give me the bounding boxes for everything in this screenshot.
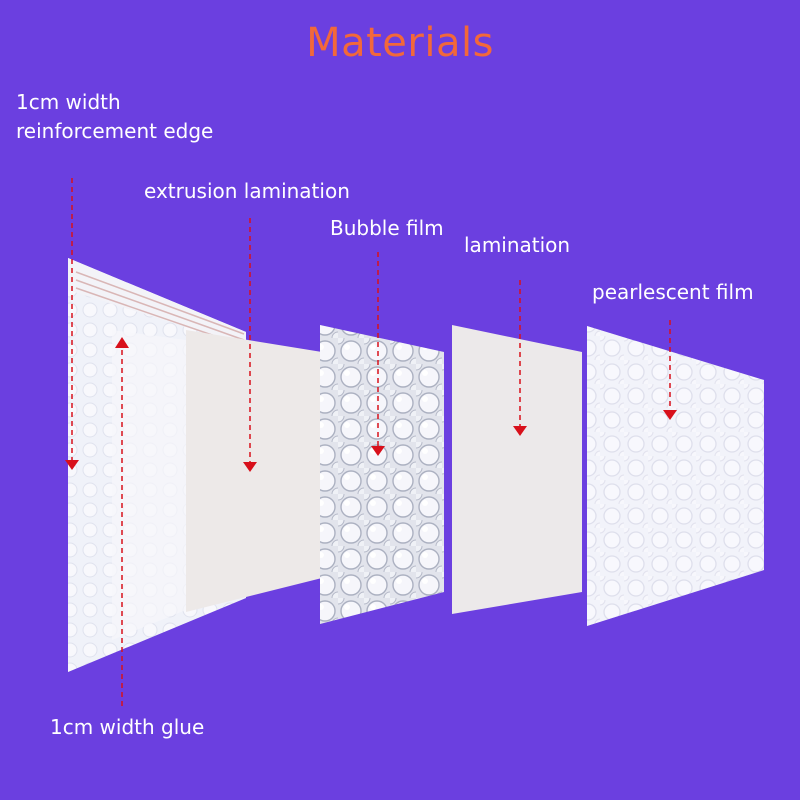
reinforcement-label-line2: reinforcement edge bbox=[16, 119, 214, 143]
glue-label: 1cm width glue bbox=[50, 715, 205, 739]
pearlescent-film-layer bbox=[587, 326, 764, 626]
reinforcement-stripe bbox=[75, 271, 245, 335]
lamination-layer bbox=[452, 325, 582, 614]
lamination-arrowhead bbox=[513, 426, 527, 436]
extrusion-arrowhead bbox=[243, 462, 257, 472]
glue-strip bbox=[112, 330, 186, 640]
extrusion-lamination-label: extrusion lamination bbox=[144, 179, 350, 203]
reinforcement-stripe bbox=[75, 279, 245, 341]
extrusion-lamination-layer bbox=[186, 330, 322, 612]
bubble-film-layer bbox=[320, 325, 444, 624]
reinforcement-edge-label: 1cm width reinforcement edge bbox=[16, 88, 213, 146]
bubble-film-label: Bubble film bbox=[330, 216, 444, 240]
pearl-arrowhead bbox=[663, 410, 677, 420]
lamination-label: lamination bbox=[464, 233, 571, 257]
reinforcement-arrowhead bbox=[65, 460, 79, 470]
bubble-arrowhead bbox=[371, 446, 385, 456]
pearlescent-film-label: pearlescent film bbox=[592, 280, 754, 304]
page-title: Materials bbox=[306, 20, 494, 66]
reinforcement-label-line1: 1cm width bbox=[16, 90, 121, 114]
glue-arrowhead bbox=[115, 337, 129, 348]
